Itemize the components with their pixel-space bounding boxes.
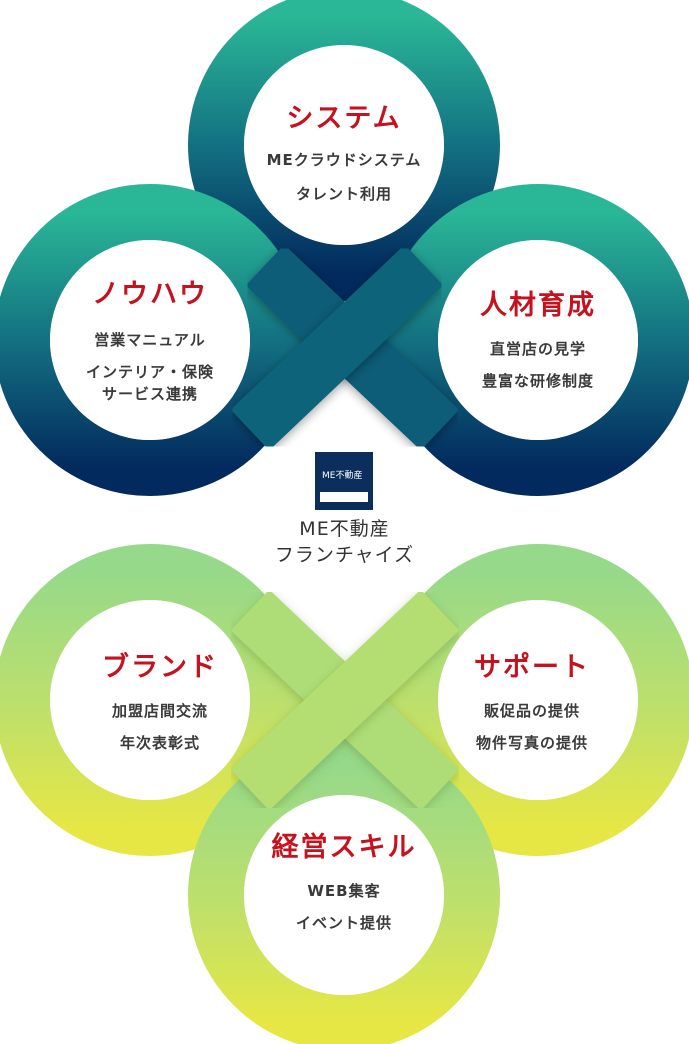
node-line: MEクラウドシステム <box>266 151 422 169</box>
lower-right-ring <box>382 544 689 856</box>
center-name-line1: ME不動産 <box>299 518 390 540</box>
lower-right-disc <box>438 600 638 800</box>
node-line: インテリア・保険 <box>85 363 214 381</box>
center-label: ME不動産 フランチャイズ <box>220 516 469 568</box>
node-line: 販促品の提供 <box>483 702 580 720</box>
node-line: 年次表彰式 <box>119 734 200 752</box>
upper-left-ring <box>0 184 306 496</box>
node-line: 物件写真の提供 <box>475 734 588 752</box>
node-line: イベント提供 <box>295 914 392 932</box>
node-title: ブランド <box>102 652 218 683</box>
upper-top-disc <box>244 45 444 245</box>
upper-right-disc <box>438 240 638 440</box>
lower-bottom-disc <box>244 795 444 995</box>
node-line: タレント利用 <box>295 185 392 203</box>
node-brand: ブランド 加盟店間交流 年次表彰式 <box>60 645 260 754</box>
node-title: システム <box>286 103 402 134</box>
node-line: 営業マニュアル <box>94 331 206 349</box>
node-system: システム MEクラウドシステム タレント利用 <box>244 96 444 205</box>
lower-bottom-ring <box>188 739 500 1044</box>
node-title: 経営スキル <box>271 832 417 863</box>
upper-loop <box>0 0 689 496</box>
center-name-line2: フランチャイズ <box>274 544 415 566</box>
upper-right-ring <box>382 184 689 496</box>
me-logo: ME不動産 <box>315 452 373 510</box>
lower-band-b <box>230 589 460 811</box>
logo-bar <box>320 492 368 502</box>
node-line: 直営店の見学 <box>489 340 586 358</box>
upper-left-disc <box>50 240 250 440</box>
node-knowhow: ノウハウ 営業マニュアル インテリア・保険 サービス連携 <box>50 272 250 405</box>
node-line: サービス連携 <box>101 385 198 403</box>
node-title: サポート <box>474 652 590 683</box>
node-title: 人材育成 <box>480 290 596 321</box>
node-line: 豊富な研修制度 <box>481 372 594 390</box>
node-support: サポート 販促品の提供 物件写真の提供 <box>432 645 632 754</box>
lower-loop <box>0 544 689 1044</box>
logo-text: ME不動産 <box>322 469 362 481</box>
node-title: ノウハウ <box>92 279 208 310</box>
lower-left-ring <box>0 544 306 856</box>
node-management: 経営スキル WEB集客 イベント提供 <box>239 825 449 934</box>
node-line: 加盟店間交流 <box>111 702 208 720</box>
node-training: 人材育成 直営店の見学 豊富な研修制度 <box>438 283 638 392</box>
upper-band-b <box>230 244 444 451</box>
upper-top-ring <box>188 0 500 301</box>
node-line: WEB集客 <box>307 882 381 900</box>
lower-left-disc <box>50 600 250 800</box>
